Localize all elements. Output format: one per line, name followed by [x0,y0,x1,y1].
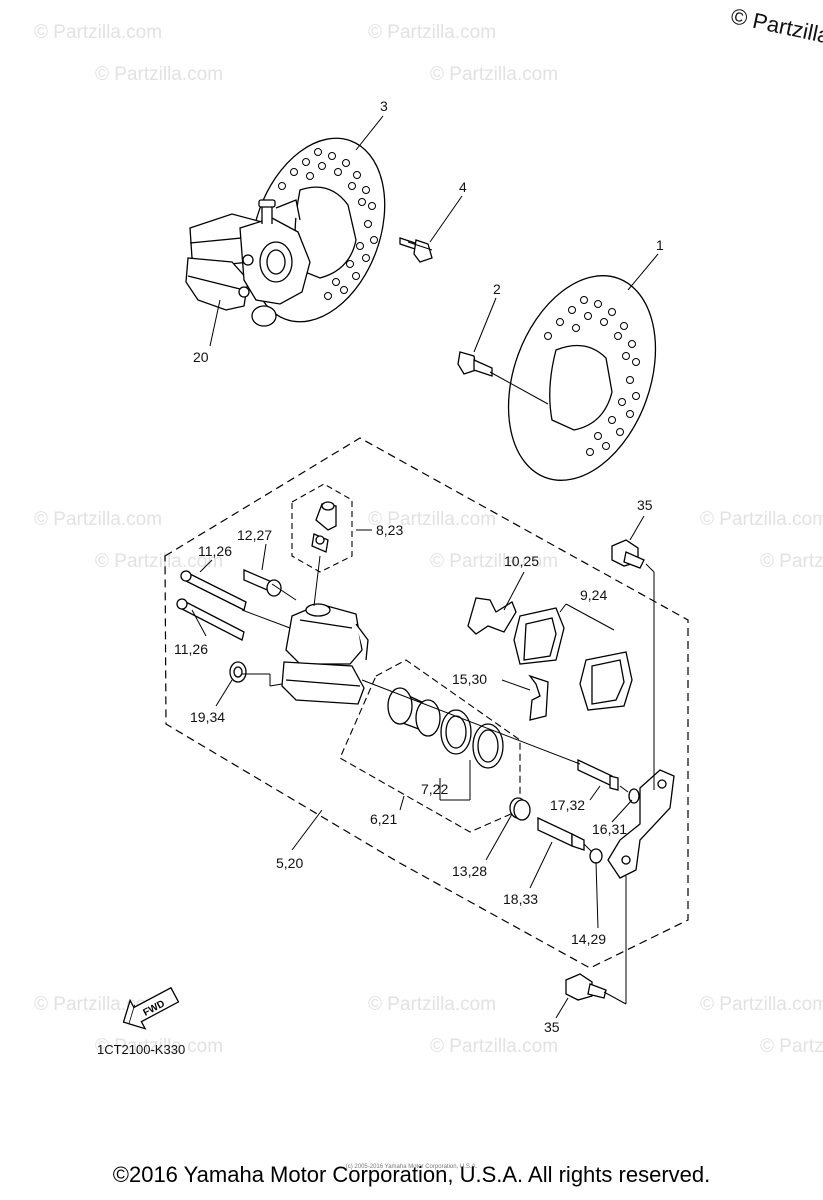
watermark-text: © Partzilla.com [760,1036,823,1057]
callout-35-lower: 35 [544,1019,560,1035]
bush [509,797,531,821]
watermark-text: © Partzilla.com [368,22,496,43]
bracket-bolt-upper [611,539,645,569]
callout-8-23: 8,23 [376,522,403,538]
callout-5-20: 5,20 [276,855,303,871]
pad-support [467,597,517,635]
callout-15-30: 15,30 [452,671,487,687]
disc-bolt-upper [399,237,433,263]
callout-35-upper: 35 [637,497,653,513]
fine-print: (c) 2005-2016 Yamaha Motor Corporation, … [345,1164,478,1170]
callout-13-28: 13,28 [452,863,487,879]
bleeder-screw [311,501,337,553]
brake-pad-outer [579,651,633,711]
caliper-bracket [607,769,675,879]
callout-9-24: 9,24 [580,587,607,603]
callout-labels: 3 4 1 2 20 8,23 12,27 11,26 11,26 19,34 … [174,98,664,1035]
caliper-bolt [243,569,282,597]
slide-pin-lower [176,598,245,641]
disc-bolt-lower [457,351,493,377]
watermark-text: © Partzilla.com [430,64,558,85]
bleeder-subgroup-outline [291,483,353,573]
callout-4: 4 [459,179,467,195]
slide-pin-upper [180,570,247,611]
washer-16 [628,788,640,804]
callout-17-32: 17,32 [550,797,585,813]
watermark-text: © Partzilla.com [700,509,823,530]
diagram-code: 1CT2100-K330 [97,1042,186,1057]
watermark-text: © Partzilla.com [760,551,823,572]
bracket-bolt-lower [565,973,607,1001]
brake-disc-lower [507,275,657,481]
callout-11-26-lower: 11,26 [174,641,208,657]
caliper-body [281,603,369,705]
footer-copyright: ©2016 Yamaha Motor Corporation, U.S.A. A… [112,1162,711,1187]
callout-19-34: 19,34 [190,709,225,725]
callout-14-29: 14,29 [571,931,606,947]
callout-6-21: 6,21 [370,811,397,827]
slide-pin-18 [537,816,585,851]
watermark-text: © Partzilla.com [430,551,558,572]
callout-11-26-upper: 11,26 [198,543,232,559]
leader-lines [191,115,659,1019]
piston [387,687,441,737]
piston-seals [440,709,504,769]
callout-1: 1 [656,237,664,253]
brake-pad-inner [513,607,565,665]
callout-3: 3 [380,98,388,114]
pad-spring [528,674,549,721]
assembly-lines [241,241,655,1005]
caliper-assembly-upper [185,199,311,327]
watermark-text: © Partzilla.com [95,1036,223,1057]
callout-20: 20 [193,349,209,365]
callout-2: 2 [493,281,501,297]
watermark-text: © Partzilla.com [95,551,223,572]
watermark-text: © Partzilla.com [430,1036,558,1057]
callout-18-33: 18,33 [503,891,538,907]
callout-16-31: 16,31 [592,821,627,837]
watermark-layer: © Partzilla.com © Partzilla.com © Partzi… [34,22,823,1057]
assembly-group-outline [164,437,689,969]
callout-12-27: 12,27 [237,527,272,543]
watermark-text: © Partzilla.com [95,64,223,85]
dust-boot [229,661,247,683]
guide-pin [577,758,619,791]
callout-10-25: 10,25 [504,553,539,569]
callout-7-22: 7,22 [421,781,448,797]
watermark-text: © Partzilla.com [34,509,162,530]
watermark-text: © Partzilla.com [700,994,823,1015]
watermark-text: © Partzilla.com [368,994,496,1015]
watermark-text: © Partzilla.com [368,509,496,530]
watermark-text: © Partzilla.com [34,22,162,43]
